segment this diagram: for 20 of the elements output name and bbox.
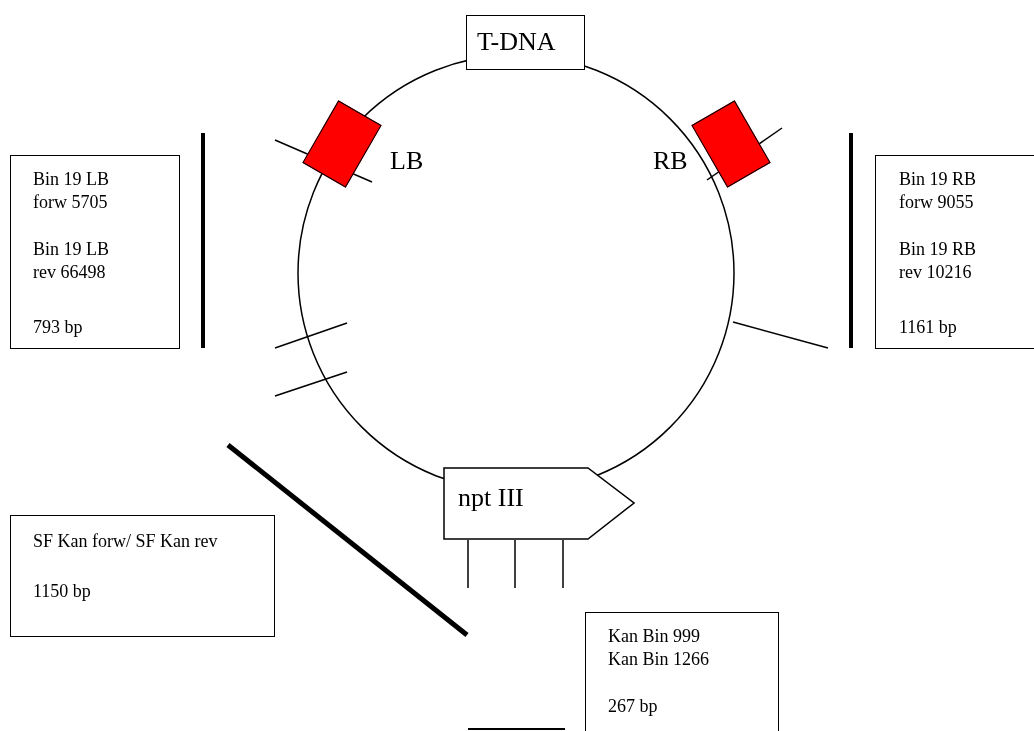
border-label: LB [390, 145, 424, 177]
primer-text: 1150 bp [33, 580, 92, 603]
primer-text: 1161 bp [899, 316, 958, 339]
border-label: RB [653, 145, 688, 177]
primer-text: Bin 19 RB forw 9055 [899, 168, 978, 214]
feature-label: npt III [458, 482, 525, 514]
primer-text: Bin 19 LB forw 5705 [33, 168, 110, 214]
primer-text: Bin 19 RB rev 10216 [899, 238, 978, 284]
primer-text: Bin 19 LB rev 66498 [33, 238, 110, 284]
primer-text: 793 bp [33, 316, 84, 339]
feature-label: T-DNA [477, 26, 557, 58]
primer-info-box [10, 515, 275, 637]
primer-info-box [585, 612, 779, 731]
primer-info-box [10, 155, 180, 349]
primer-text: 267 bp [608, 695, 659, 718]
primer-text: Kan Bin 999 Kan Bin 1266 [608, 625, 710, 671]
primer-info-box [875, 155, 1034, 349]
feature-box [466, 15, 585, 70]
primer-text: SF Kan forw/ SF Kan rev [33, 530, 219, 553]
gene-arrow-shape [443, 467, 635, 540]
